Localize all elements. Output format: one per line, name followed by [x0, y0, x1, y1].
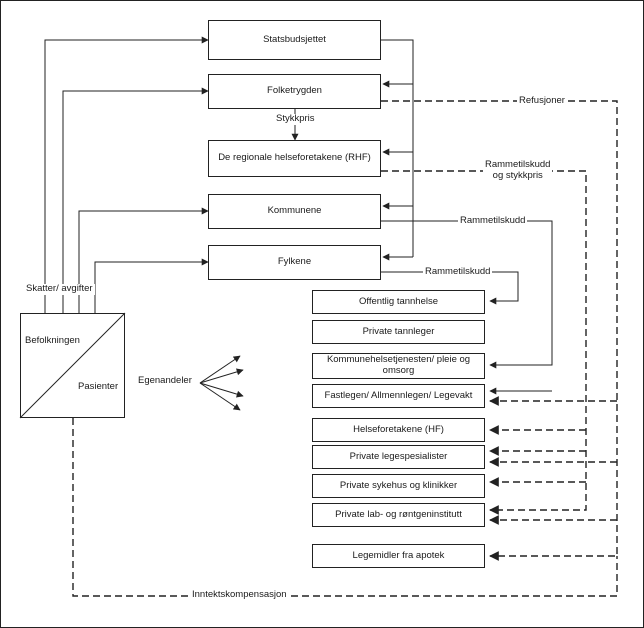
box-private-legespesialister: Private legespesialister	[312, 445, 485, 469]
box-private-legespesialister-label: Private legespesialister	[349, 450, 448, 462]
label-stykkpris: Stykkpris	[274, 113, 317, 125]
box-private-lab: Private lab- og røntgeninstitutt	[312, 503, 485, 527]
box-offentlig-tannhelse-label: Offentlig tannhelse	[358, 295, 439, 307]
box-private-tannleger: Private tannleger	[312, 320, 485, 344]
box-fastlegen: Fastlegen/ Allmennlegen/ Legevakt	[312, 384, 485, 408]
box-statsbudsjettet-label: Statsbudsjettet	[263, 33, 326, 45]
refusjon-line	[381, 100, 618, 561]
box-private-sykehus: Private sykehus og klinikker	[312, 474, 485, 498]
label-inntektskompensasjon: Inntektskompensasjon	[190, 589, 289, 601]
tax-arrow-folketrygden	[62, 87, 209, 313]
state-bus	[381, 39, 414, 257]
population-diagonal	[19, 312, 126, 419]
box-statsbudsjettet: Statsbudsjettet	[208, 20, 381, 60]
box-folketrygden-label: Folketrygden	[267, 85, 322, 97]
label-rammetilskudd-fylke: Rammetilskudd	[423, 266, 493, 278]
box-fastlegen-label: Fastlegen/ Allmennlegen/ Legevakt	[324, 389, 473, 401]
box-kommunehelsetjenesten: Kommunehelsetjenesten/ pleie og omsorg	[312, 353, 485, 379]
egenandel-arrow-1	[199, 355, 241, 384]
egenandel-arrow-4	[199, 382, 241, 411]
label-pasienter: Pasienter	[78, 381, 119, 392]
label-skatter-avgifter: Skatter/ avgifter	[24, 283, 95, 295]
box-private-lab-label: Private lab- og røntgeninstitutt	[335, 508, 462, 520]
egenandel-arrow-2	[199, 368, 244, 384]
inntektskompensasjon-line	[72, 418, 618, 597]
box-fylkene-label: Fylkene	[277, 256, 312, 268]
box-offentlig-tannhelse: Offentlig tannhelse	[312, 290, 485, 314]
egenandel-arrow-3	[199, 382, 244, 398]
tax-arrow-statsbudsjettet	[44, 36, 209, 313]
box-legemidler: Legemidler fra apotek	[312, 544, 485, 568]
box-fylkene: Fylkene	[208, 245, 381, 280]
tax-arrow-kommunene	[78, 207, 209, 313]
label-rammetilskudd-kommune: Rammetilskudd	[458, 215, 528, 227]
box-helseforetakene-label: Helseforetakene (HF)	[353, 423, 444, 435]
label-befolkningen: Befolkningen	[25, 335, 80, 346]
box-private-tannleger-label: Private tannleger	[362, 325, 435, 337]
box-kommunene-label: Kommunene	[267, 205, 322, 217]
tax-arrow-fylkene	[94, 258, 209, 313]
box-folketrygden: Folketrygden	[208, 74, 381, 109]
box-legemidler-label: Legemidler fra apotek	[352, 549, 445, 561]
label-refusjoner: Refusjoner	[517, 95, 567, 107]
box-population	[20, 313, 125, 418]
box-kommunene: Kommunene	[208, 194, 381, 229]
box-rhf-label: De regionale helseforetakene (RHF)	[218, 152, 371, 164]
label-rammetilskudd-og-stykkpris: Rammetilskudd og stykkpris	[483, 159, 553, 182]
box-helseforetakene: Helseforetakene (HF)	[312, 418, 485, 442]
box-kommunehelsetjenesten-label: Kommunehelsetjenesten/ pleie og omsorg	[326, 354, 471, 376]
box-rhf: De regionale helseforetakene (RHF)	[208, 140, 381, 177]
label-egenandeler: Egenandeler	[136, 375, 194, 387]
box-private-sykehus-label: Private sykehus og klinikker	[339, 479, 458, 491]
